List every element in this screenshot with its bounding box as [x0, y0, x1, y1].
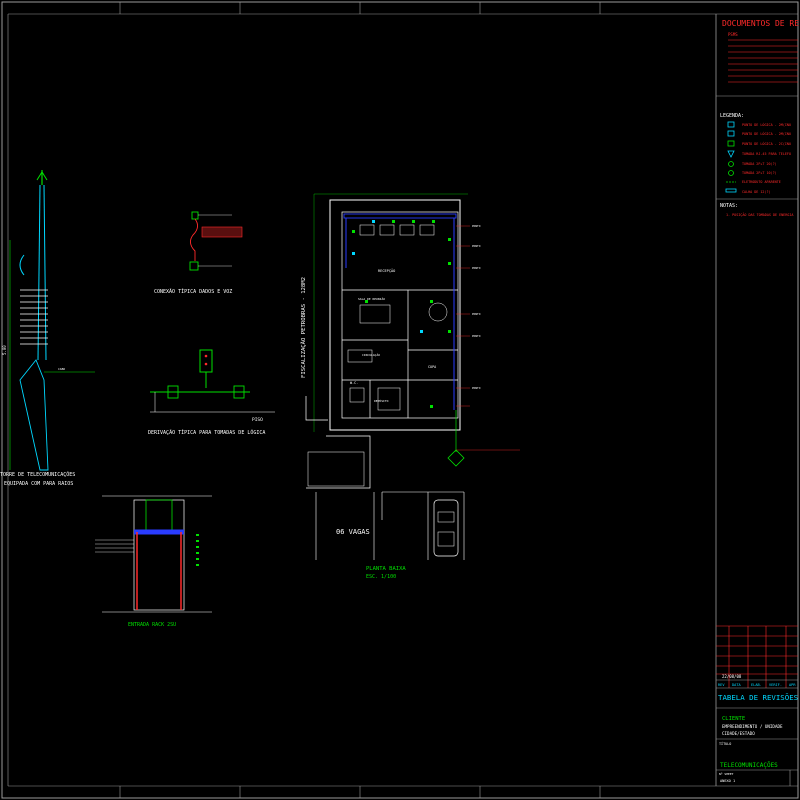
svg-text:PONTO: PONTO	[472, 334, 481, 338]
grounding-box-icon	[447, 449, 465, 467]
logic-point-icon	[727, 121, 735, 128]
client-line-1: EMPREENDIMENTO / UNIDADE	[722, 724, 783, 729]
legend-item-1: PONTO DE LÓGICA - 2M(INU	[742, 122, 791, 127]
legend-item-4: TOMADA RJ-45 PARA TELEFO	[742, 152, 791, 156]
logic-point-icon	[727, 130, 735, 137]
client-line-2: CIDADE/ESTADO	[722, 731, 755, 736]
tower-caption-line-1: TORRE DE TELECOMUNICAÇÕES	[0, 471, 75, 478]
tower-caption-line-2: EQUIPADA COM PARA RAIOS	[4, 481, 73, 487]
legend-title: LEGENDA:	[720, 113, 744, 119]
svg-text:PONTO: PONTO	[472, 224, 481, 228]
telecom-tower-detail: CABO 5.00 TORRE DE TELECOMUNICAÇÕES EQUI…	[0, 170, 95, 487]
rev-header-verif: VERIF.	[769, 683, 782, 687]
floor-plan: PONTO PONTO PONTO PONTO PONTO PONTO RECEPÇÃ…	[300, 193, 520, 580]
typical-connection-detail: CONEXÃO TÍPICA DADOS E VOZ	[154, 211, 243, 295]
notes-title: NOTAS:	[720, 203, 738, 209]
typical-derivation-detail: PISO DERIVAÇÃO TÍPICA PARA TOMADAS DE LÓ…	[148, 349, 275, 436]
title-label: TÍTULO	[719, 741, 731, 746]
tower-height: 5.00	[2, 345, 7, 355]
room-wc-label: W.C.	[350, 381, 358, 385]
rev-header-date: DATA	[732, 683, 741, 687]
parking-label: 06 VAGAS	[336, 528, 370, 536]
revision-table: 22/08/08 REV DATA ELAB. VERIF. APR TABEL…	[716, 625, 798, 709]
legend-item-6: TOMADA 2P+T 10(?)	[742, 171, 777, 175]
rev-header-elab: ELAB.	[751, 683, 762, 687]
derivation-floor-label: PISO	[252, 417, 263, 423]
cable-tray-icon	[725, 188, 737, 193]
plan-side-label: FISCALIZAÇÃO PETROBRAS - 128M2	[300, 277, 307, 378]
legend-item-5: TOMADA 2P+T 20(?)	[742, 162, 777, 166]
legend-symbols	[725, 121, 737, 193]
plan-scale: ESC. 1/100	[366, 574, 396, 580]
frame-ticks-bottom	[119, 786, 601, 798]
connection-caption: CONEXÃO TÍPICA DADOS E VOZ	[154, 287, 232, 295]
title-block: CLIENTE EMPREENDIMENTO / UNIDADE CIDADE/…	[716, 716, 798, 786]
frame-ticks-top	[119, 2, 601, 14]
rack-caption: ENTRADA RACK 2SU	[128, 622, 176, 628]
svg-text:PONTO: PONTO	[472, 312, 481, 316]
parked-car-icon	[433, 499, 459, 557]
room-circulation-label: CIRCULAÇÃO	[362, 352, 380, 357]
room-deposit-label: DEPÓSITO	[374, 398, 389, 403]
logic-point-icon	[727, 140, 735, 147]
legend-item-7: ELETRODUTO APARENTE	[742, 180, 781, 184]
legend-item-2: PONTO DE LÓGICA - 2M(INU	[742, 131, 791, 136]
legend-item-8: CALHA DE 12(?)	[742, 190, 771, 194]
svg-text:PONTO: PONTO	[472, 386, 481, 390]
lightning-rod-icon	[36, 170, 48, 185]
notes-item-1: 1. POSIÇÃO DAS TOMADAS DE ENERGIA	[726, 212, 793, 217]
rack-entry-detail: ENTRADA RACK 2SU	[95, 495, 212, 628]
title-value: TELECOMUNICAÇÕES	[720, 762, 778, 769]
documents-reference-block: DOCUMENTOS DE REF PSMS	[716, 19, 800, 97]
sheet-value: ANEXO 1	[720, 779, 735, 783]
sheet-label: Nº SHEET	[719, 772, 734, 776]
plan-title: PLANTA BAIXA	[366, 566, 406, 572]
legend-block: LEGENDA: PONTO DE LÓGICA - 2M(INU PONTO …	[716, 113, 798, 217]
room-reception-label: RECEPÇÃO	[378, 268, 395, 273]
phone-outlet-icon	[727, 150, 735, 158]
documents-subtitle: PSMS	[728, 32, 738, 37]
power-outlet-icon	[728, 161, 734, 167]
rev-header-rev: REV	[718, 683, 725, 687]
svg-text:PONTO: PONTO	[472, 244, 481, 248]
rev-header-apr: APR	[789, 683, 796, 687]
room-meeting-label: SALA DE REUNIÃO	[358, 296, 385, 301]
room-copa-label: COPA	[428, 365, 436, 369]
svg-text:PONTO: PONTO	[472, 266, 481, 270]
revision-date: 22/08/08	[722, 674, 742, 679]
legend-item-3: PONTO DE LÓGICA - 2C(INU	[742, 141, 791, 146]
revision-table-title: TABELA DE REVISÕES	[718, 693, 798, 702]
client-label: CLIENTE	[722, 716, 745, 722]
derivation-caption: DERIVAÇÃO TÍPICA PARA TOMADAS DE LÓGICA	[148, 428, 265, 436]
power-outlet-icon	[728, 170, 734, 176]
tower-cable-note: CABO	[58, 367, 65, 371]
documents-title: DOCUMENTOS DE REF	[722, 19, 800, 28]
